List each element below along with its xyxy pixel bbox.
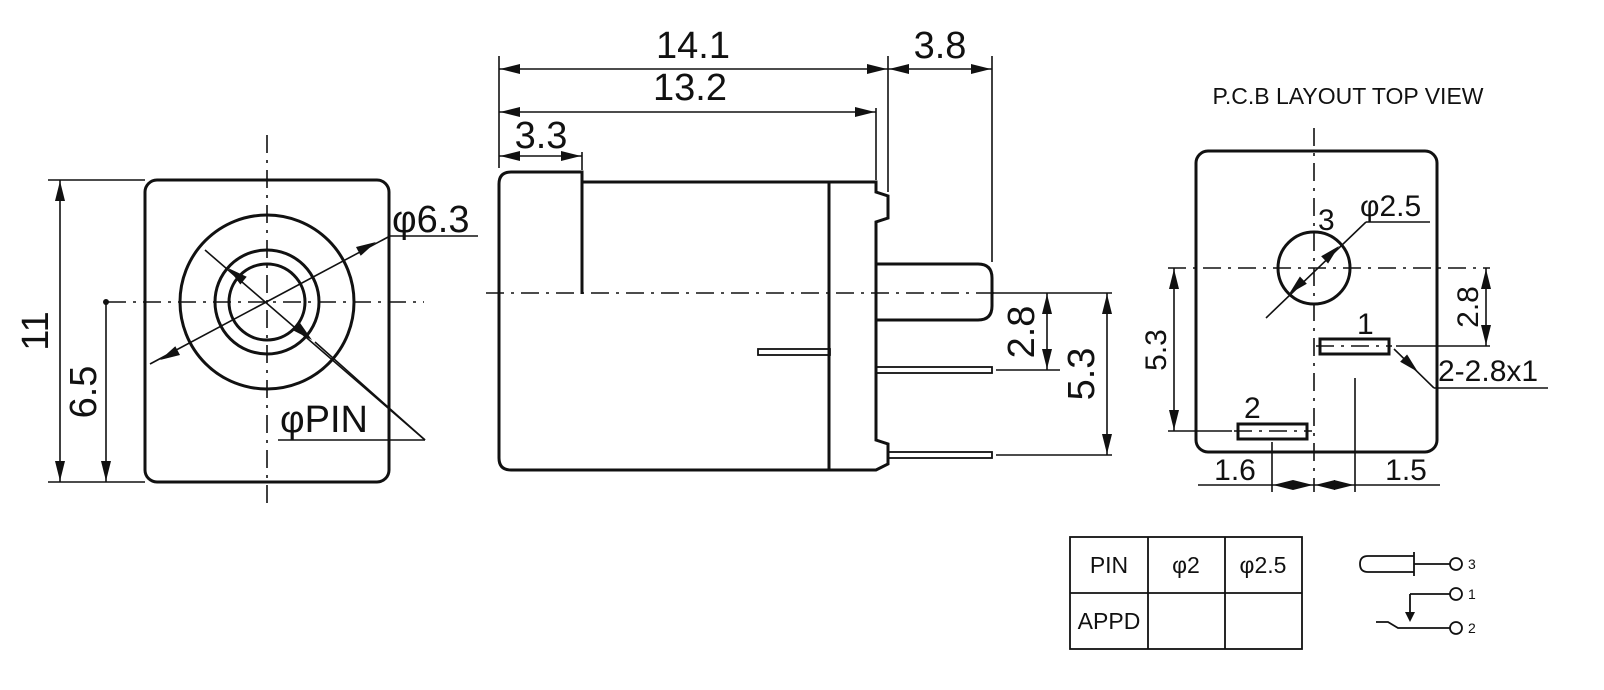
- schematic-pin-1-label: 1: [1468, 586, 1476, 602]
- pcb-layout-view: P.C.B LAYOUT TOP VIEW 3 φ2.5 1 2 2-2.8x1…: [1140, 83, 1548, 492]
- pin3-hole: [1276, 230, 1352, 306]
- pin-spacing-label: 5.3: [1061, 348, 1103, 401]
- socket-inner-ring: [227, 262, 307, 342]
- front-view: φ6.3 φPIN 11 6.5: [15, 135, 478, 508]
- schematic-pin-1: [1449, 587, 1463, 601]
- body-length-label: 13.2: [653, 67, 727, 109]
- center-pin: [876, 262, 994, 322]
- pin2-label: 2: [1244, 392, 1261, 425]
- schematic-pin-3-label: 3: [1468, 556, 1476, 572]
- side-body-outline: [497, 170, 890, 472]
- pcb-right-dim-label: 2.8: [1452, 286, 1485, 328]
- outer-diameter-label: φ6.3: [392, 199, 469, 241]
- jack-schematic: 3 1 2: [1359, 552, 1476, 636]
- pin-offset-label: 2.8: [1001, 306, 1043, 359]
- table-header-phi2: φ2: [1172, 552, 1200, 578]
- terminal-lower: [887, 451, 993, 459]
- overall-length-label: 14.1: [656, 25, 730, 67]
- socket-ring: [213, 248, 321, 356]
- table-header-pin: PIN: [1090, 552, 1128, 578]
- hole-diameter-label: φ2.5: [1360, 190, 1421, 223]
- terminal-upper: [757, 348, 831, 356]
- pin-table: PIN φ2 φ2.5 APPD: [1069, 536, 1303, 650]
- pcb-bottom-left-label: 1.6: [1214, 454, 1256, 487]
- height-dim-label: 11: [15, 311, 57, 350]
- table-header-phi25: φ2.5: [1240, 552, 1287, 578]
- schematic-pin-3: [1449, 557, 1463, 571]
- schematic-pin-2-label: 2: [1468, 620, 1476, 636]
- pcb-left-dim-label: 5.3: [1140, 329, 1173, 371]
- pin-protrusion-label: 3.8: [914, 25, 967, 67]
- schematic-pin-2: [1449, 621, 1463, 635]
- side-view: 14.1 3.8 13.2 3.3 2.8 5.3: [486, 25, 1112, 472]
- pcb-outline: [1194, 149, 1439, 454]
- front-step-label: 3.3: [515, 115, 568, 157]
- outer-ring: [178, 213, 356, 391]
- pin-diameter-leader-b: [314, 341, 426, 441]
- slot-size-label: 2-2.8x1: [1438, 355, 1538, 388]
- pcb-view-title: P.C.B LAYOUT TOP VIEW: [1213, 83, 1484, 109]
- pcb-bottom-right-label: 1.5: [1385, 454, 1427, 487]
- outer-diameter-leader: [149, 235, 391, 365]
- center-height-dim-label: 6.5: [63, 366, 105, 419]
- pin1-label: 1: [1357, 308, 1374, 341]
- table-row-appd: APPD: [1078, 608, 1141, 634]
- pin-diameter-label: φPIN: [280, 399, 368, 441]
- terminal-middle: [875, 366, 993, 374]
- pin3-label: 3: [1318, 204, 1335, 237]
